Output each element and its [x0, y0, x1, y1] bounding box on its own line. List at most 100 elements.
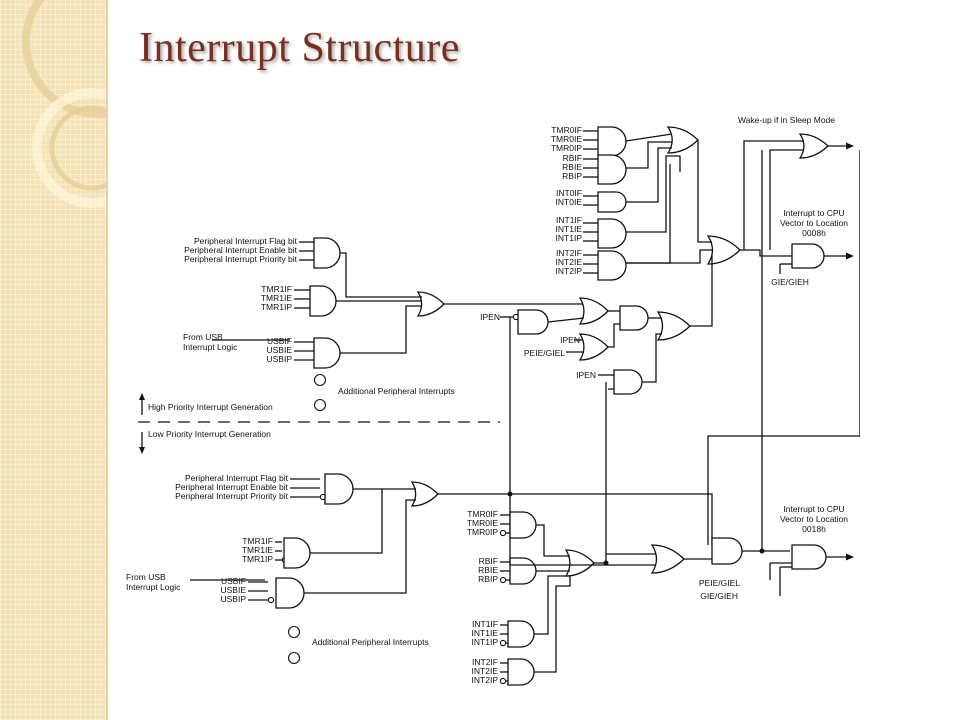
or-gate-low-combine — [650, 544, 685, 574]
junction-dot — [759, 548, 765, 554]
and-gate-rb-low — [509, 557, 537, 585]
rb-low-label: RBIP — [478, 574, 498, 584]
high-vector-label: 0008h — [802, 228, 826, 238]
wire — [510, 493, 713, 545]
or-gate-wake-up — [798, 133, 829, 159]
tmr0-high-label: TMR0IP — [551, 143, 583, 153]
or-gate-low-sources — [564, 549, 595, 577]
usb-low-label: USBIE — [220, 585, 246, 595]
wire — [534, 575, 570, 635]
tmr1-low-label: TMR1IP — [242, 554, 274, 564]
usb-high-label: USBIE — [266, 345, 292, 355]
tmr0-low-priority-inverter-icon — [499, 529, 507, 537]
side-divider — [106, 0, 108, 720]
wake-up-label: Wake-up if in Sleep Mode — [738, 115, 835, 125]
periph-low-label: Peripheral Interrupt Enable bit — [175, 482, 289, 492]
usb-low-label: USBIF — [221, 576, 246, 586]
tmr1-high-label: TMR1IE — [261, 293, 293, 303]
int2-low-priority-inverter-icon — [499, 677, 507, 685]
wire — [304, 499, 416, 594]
tmr0-high-label: TMR0IE — [551, 134, 583, 144]
periph-low-label: Peripheral Interrupt Flag bit — [185, 473, 289, 483]
and-gate-tmr0-low — [509, 511, 537, 539]
int1-low-label: INT1IF — [472, 619, 498, 629]
or-gate-periph-low — [410, 481, 439, 507]
low-vector-arrow-icon — [846, 553, 854, 561]
and-gate — [597, 218, 627, 249]
wire — [626, 164, 671, 264]
additional-periph-high-circle-icon — [313, 373, 327, 387]
or-gate-periph-priority — [578, 297, 609, 325]
and-gate-peie-high — [619, 305, 649, 331]
and-gate-usb-low — [275, 577, 305, 609]
usb-high-label: USBIF — [267, 336, 292, 346]
gie-geih-label: GIE/GIEH — [771, 277, 809, 287]
int2-high-label: INT2IP — [556, 266, 583, 276]
wire — [626, 147, 672, 203]
and-gate-tmr1-low — [283, 537, 311, 569]
wire — [707, 150, 860, 545]
wire — [697, 140, 712, 243]
ipen-label-2: IPEN — [560, 335, 580, 345]
wire — [534, 576, 571, 673]
wire — [626, 155, 681, 233]
ipen-label-3: IPEN — [576, 370, 596, 380]
or-gate-periph-high — [416, 291, 445, 317]
wire — [626, 141, 672, 169]
peie-giel-low-label: PEIE/GIEL — [699, 578, 740, 588]
tmr0-low-label: TMR0IF — [467, 509, 498, 519]
from-usb-low-label: From USB — [126, 572, 166, 582]
and-gate-ipen-high — [517, 309, 549, 335]
rb-high-label: RBIF — [563, 153, 582, 163]
slide-title: Interrupt Structure — [139, 25, 460, 71]
int2-high-label: INT2IF — [556, 248, 582, 258]
decorative-rings-icon — [22, 0, 106, 208]
wire — [642, 333, 662, 383]
additional-periph-high-label: Additional Peripheral Interrupts — [338, 386, 455, 396]
int1-low-label: INT1IP — [472, 637, 499, 647]
usb-high-label: USBIP — [266, 354, 292, 364]
and-gate-periph-low — [324, 473, 354, 505]
down-arrow-icon — [139, 447, 145, 454]
rb-low-label: RBIF — [479, 556, 498, 566]
int2-low-label: INT2IF — [472, 657, 498, 667]
rb-high-label: RBIE — [562, 162, 582, 172]
low-vector-label: 0018h — [802, 524, 826, 534]
low-priority-generation-label: Low Priority Interrupt Generation — [148, 429, 271, 439]
wire — [769, 149, 804, 250]
or-gate-high-combine — [706, 235, 741, 265]
int2-low-label: INT2IE — [472, 666, 499, 676]
tmr1-high-label: TMR1IF — [261, 284, 292, 294]
additional-periph-high-circle-icon — [313, 398, 327, 412]
and-gate — [597, 126, 627, 157]
int1-low-priority-inverter-icon — [499, 639, 507, 647]
wire — [690, 256, 713, 327]
high-vector-arrow-icon — [846, 252, 854, 260]
and-gate-usb-high — [313, 337, 341, 369]
wire — [310, 488, 383, 554]
additional-periph-low-label: Additional Peripheral Interrupts — [312, 637, 429, 647]
wire — [743, 140, 804, 250]
up-arrow-icon — [139, 393, 145, 400]
int2-high-label: INT2IE — [556, 257, 583, 267]
and-gate-low-vector — [791, 544, 827, 570]
wire — [594, 382, 607, 564]
high-priority-generation-label: High Priority Interrupt Generation — [148, 402, 273, 412]
int0-high-label: INT0IF — [556, 188, 582, 198]
tmr0-low-label: TMR0IE — [467, 518, 499, 528]
and-gate-peie-low — [711, 537, 743, 565]
high-vector-label: Interrupt to CPU — [783, 208, 844, 218]
and-gate — [597, 191, 627, 213]
and-gate-periph-high — [313, 237, 341, 269]
int1-high-label: INT1IF — [556, 215, 582, 225]
tmr0-high-label: TMR0IF — [551, 125, 582, 135]
from-usb-high-label: From USB — [183, 332, 223, 342]
interrupt-logic-diagram: TMR0IFTMR0IETMR0IPRBIFRBIERBIPINT0IFINT0… — [126, 115, 860, 686]
usb-low-label: USBIP — [220, 594, 246, 604]
from-usb-high-label: Interrupt Logic — [183, 342, 238, 352]
and-gate-int1-low — [507, 620, 535, 648]
int1-low-label: INT1IE — [472, 628, 499, 638]
wire — [626, 249, 712, 264]
gie-geih-low-label: GIE/GIEH — [700, 591, 738, 601]
wire — [340, 305, 422, 354]
